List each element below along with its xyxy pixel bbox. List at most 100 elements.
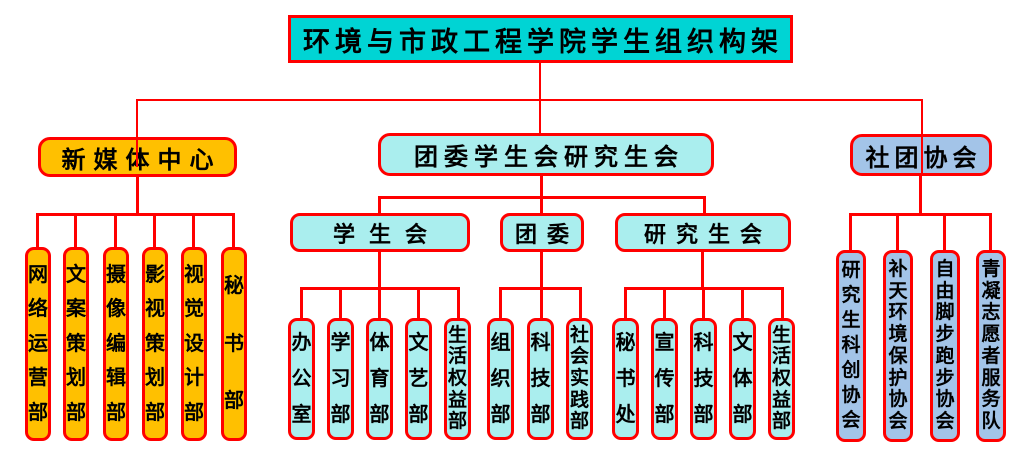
vertical-char: 协 xyxy=(888,389,908,411)
connector-main-horizontal xyxy=(136,99,923,101)
dept-secretariat: 秘书处 xyxy=(612,318,639,440)
vertical-char: 部 xyxy=(184,401,204,424)
vertical-char: 网 xyxy=(28,264,48,286)
vertical-char: 部 xyxy=(224,390,244,413)
vertical-char: 愿 xyxy=(981,324,1001,346)
connector-drop xyxy=(702,287,705,320)
connector-drop xyxy=(663,287,666,320)
dept-science-tech-grad: 科技部 xyxy=(690,318,717,440)
vertical-char: 计 xyxy=(184,367,204,390)
vertical-char: 技 xyxy=(530,367,551,390)
vertical-char: 者 xyxy=(981,345,1001,367)
connector-drop xyxy=(849,213,852,252)
dept-life-rights: 生活权益部 xyxy=(444,318,471,440)
vertical-char: 室 xyxy=(291,403,312,426)
connector-drop xyxy=(896,213,899,252)
vertical-char: 部 xyxy=(447,411,467,433)
vertical-char: 划 xyxy=(145,367,165,390)
vertical-char: 会 xyxy=(841,409,861,431)
connector-new-media-stem xyxy=(136,176,139,216)
vertical-char: 部 xyxy=(408,403,429,426)
vertical-char: 传 xyxy=(654,367,675,390)
vertical-char: 部 xyxy=(693,403,714,426)
vertical-char: 摄 xyxy=(106,264,126,286)
vertical-char: 生 xyxy=(771,324,791,346)
vertical-char: 部 xyxy=(490,403,511,426)
vertical-char: 研 xyxy=(841,260,861,282)
vertical-char: 凝 xyxy=(981,280,1001,302)
connector-drop xyxy=(74,213,77,250)
connector-drop xyxy=(36,213,39,250)
dept-study: 学习部 xyxy=(327,318,354,440)
vertical-char: 益 xyxy=(771,389,791,411)
connector-drop xyxy=(781,287,784,320)
connector-new-media-rail xyxy=(36,213,235,216)
vertical-char: 部 xyxy=(732,403,753,426)
connector-associations-rail xyxy=(849,213,992,216)
dept-organization: 组织部 xyxy=(487,318,514,440)
vertical-char: 习 xyxy=(330,367,351,390)
vertical-char: 活 xyxy=(447,346,467,368)
connector-drop xyxy=(232,213,235,250)
connector-associations-stem xyxy=(919,176,922,216)
vertical-char: 营 xyxy=(28,367,48,390)
vertical-char: 觉 xyxy=(184,298,204,321)
dept-social-practice: 社会实践部 xyxy=(566,318,593,440)
vertical-char: 案 xyxy=(66,298,86,321)
vertical-char: 步 xyxy=(935,324,955,346)
vertical-char: 秘 xyxy=(224,275,244,298)
vertical-char: 部 xyxy=(330,403,351,426)
vertical-char: 社 xyxy=(569,324,589,346)
vertical-char: 像 xyxy=(106,298,126,321)
vertical-char: 脚 xyxy=(935,302,955,324)
connector-drop xyxy=(499,287,502,320)
connector-drop xyxy=(540,196,543,215)
vertical-char: 天 xyxy=(888,280,908,302)
vertical-char: 活 xyxy=(771,346,791,368)
connector-drop xyxy=(741,287,744,320)
vertical-char: 益 xyxy=(447,389,467,411)
org-chart-title: 环境与市政工程学院学生组织构架 xyxy=(288,15,793,63)
vertical-char: 影 xyxy=(145,264,165,286)
connector-drop xyxy=(192,213,195,250)
group-youth-league: 团委 xyxy=(500,213,584,252)
vertical-char: 会 xyxy=(569,346,589,368)
dept-network-operations: 网络运营部 xyxy=(25,247,51,441)
vertical-char: 络 xyxy=(28,298,48,321)
vertical-char: 保 xyxy=(888,345,908,367)
vertical-char: 补 xyxy=(888,258,908,280)
vertical-char: 由 xyxy=(935,280,955,302)
connector-drop-league xyxy=(539,99,541,135)
vertical-char: 运 xyxy=(28,332,48,355)
dept-copywriting-planning: 文案策划部 xyxy=(63,247,89,441)
vertical-char: 划 xyxy=(66,367,86,390)
vertical-char: 科 xyxy=(693,331,714,354)
vertical-char: 究 xyxy=(841,285,861,307)
connector-student-union-stem xyxy=(378,252,381,290)
vertical-char: 部 xyxy=(569,411,589,433)
vertical-char: 公 xyxy=(291,367,312,390)
vertical-char: 文 xyxy=(66,264,86,286)
connector-drop xyxy=(378,287,381,320)
vertical-char: 创 xyxy=(841,359,861,381)
vertical-char: 权 xyxy=(447,368,467,390)
connector-grad-union-stem xyxy=(701,252,704,290)
dept-arts: 文艺部 xyxy=(405,318,432,440)
vertical-char: 部 xyxy=(106,401,126,424)
vertical-char: 跑 xyxy=(935,345,955,367)
vertical-char: 护 xyxy=(888,367,908,389)
vertical-char: 视 xyxy=(145,298,165,321)
vertical-char: 文 xyxy=(732,331,753,354)
vertical-char: 环 xyxy=(888,302,908,324)
vertical-char: 务 xyxy=(981,389,1001,411)
vertical-char: 部 xyxy=(28,401,48,424)
dept-visual-design: 视觉设计部 xyxy=(181,247,207,441)
assoc-butian-environment: 补天环境保护协会 xyxy=(883,250,913,442)
vertical-char: 文 xyxy=(408,331,429,354)
dept-sports: 体育部 xyxy=(366,318,393,440)
vertical-char: 部 xyxy=(66,401,86,424)
vertical-char: 服 xyxy=(981,367,1001,389)
vertical-char: 生 xyxy=(447,324,467,346)
connector-drop xyxy=(943,213,946,252)
